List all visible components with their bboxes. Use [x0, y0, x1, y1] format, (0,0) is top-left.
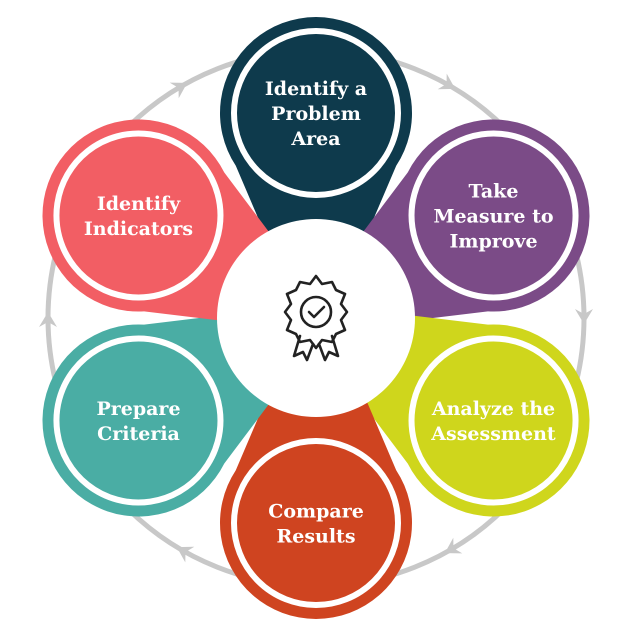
- cycle-arrow-icon: [575, 309, 593, 324]
- step-label-line: Area: [290, 128, 340, 150]
- step-label-line: Criteria: [97, 423, 180, 445]
- center-hub: [217, 219, 415, 417]
- cycle-arrow-icon: [39, 312, 57, 327]
- step-label-line: Problem: [271, 103, 361, 125]
- cycle-arrows: [39, 73, 593, 563]
- step-label-line: Identify a: [265, 78, 367, 100]
- step-label-line: Improve: [449, 231, 537, 253]
- step-inner-ring: [231, 28, 401, 198]
- step-inner-ring: [53, 335, 224, 506]
- step-inner-ring: [408, 130, 579, 301]
- step-label-line: Identify: [97, 193, 181, 215]
- step-inner-ring: [53, 130, 224, 301]
- step-petal-shape: [220, 17, 412, 288]
- step-label-line: Take: [469, 181, 519, 203]
- step-petal: [220, 17, 412, 288]
- step-label-line: Compare: [268, 501, 364, 523]
- step-label-line: Results: [276, 526, 355, 548]
- cycle-arrow-icon: [169, 82, 188, 99]
- step-inner-ring: [231, 438, 401, 608]
- step-petal-shape: [220, 348, 412, 619]
- step-inner-ring: [408, 335, 579, 506]
- cycle-arrow-icon: [437, 73, 456, 90]
- step-label-line: Analyze the: [431, 398, 555, 420]
- step-petal: [220, 348, 412, 619]
- cycle-arrow-icon: [176, 546, 195, 563]
- step-label-line: Assessment: [430, 423, 556, 445]
- step-label-line: Measure to: [433, 206, 553, 228]
- cycle-arrow-icon: [444, 537, 463, 554]
- step-label-line: Prepare: [96, 398, 180, 420]
- step-label-line: Indicators: [84, 218, 193, 240]
- award-badge-checkmark-icon: [283, 274, 349, 362]
